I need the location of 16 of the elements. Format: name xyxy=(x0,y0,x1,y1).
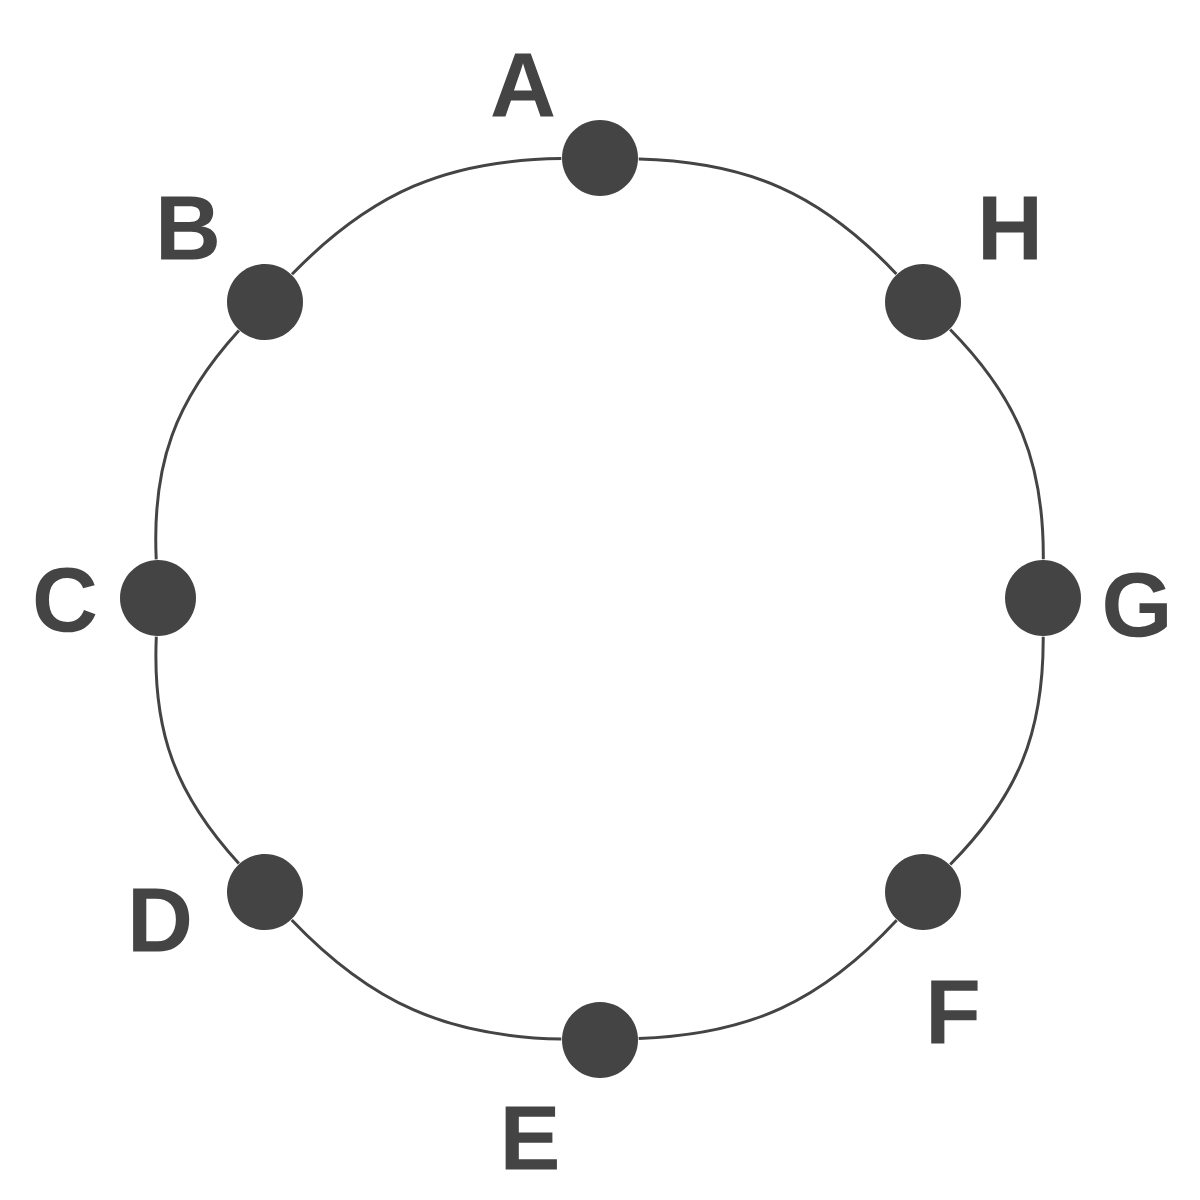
point-label: A xyxy=(492,53,554,117)
circle-arc xyxy=(154,636,240,865)
point-label: H xyxy=(983,196,1037,260)
circle-arc xyxy=(154,329,241,560)
point-label: G xyxy=(1105,572,1167,638)
point-label: E xyxy=(505,1106,557,1170)
circle-arc xyxy=(290,157,562,276)
point-label: C xyxy=(35,567,96,633)
point-label: D xyxy=(133,888,190,952)
circle-arc xyxy=(949,328,1045,560)
circle-arc xyxy=(638,157,898,275)
circle-arc xyxy=(638,919,898,1041)
point-label: B xyxy=(161,196,217,260)
circle-arc xyxy=(290,918,562,1041)
point-label: F xyxy=(931,980,978,1044)
circle-arc xyxy=(949,636,1045,866)
